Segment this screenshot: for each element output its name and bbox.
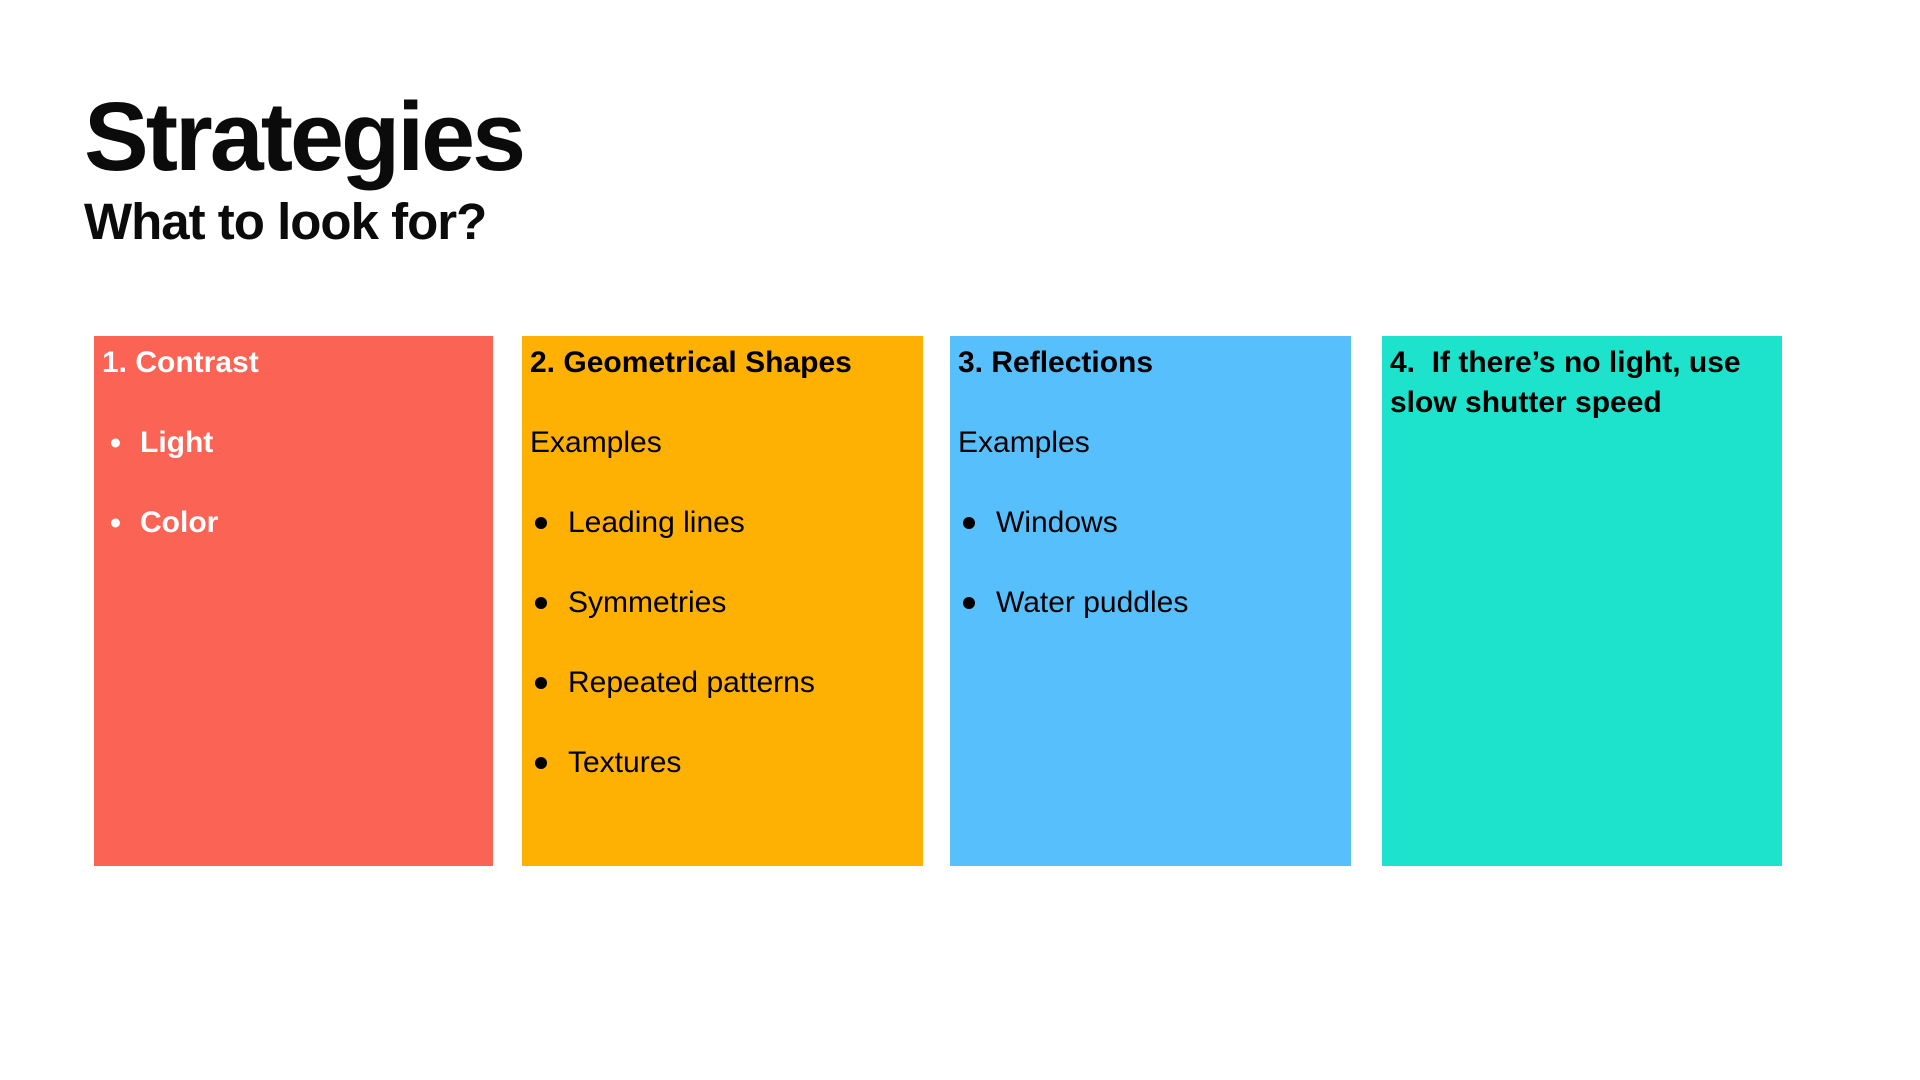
card-heading: 2. Geometrical Shapes bbox=[530, 346, 852, 379]
bullet-icon bbox=[963, 517, 975, 529]
slide-subtitle: What to look for? bbox=[84, 193, 487, 250]
card-item-label: Color bbox=[140, 506, 219, 539]
card-item-label: Windows bbox=[996, 506, 1118, 539]
card-item-label: Water puddles bbox=[996, 586, 1189, 619]
card-bullet-item: Light bbox=[102, 423, 485, 463]
card-bullet-item: Windows bbox=[958, 503, 1343, 543]
card-item-label: Textures bbox=[568, 746, 682, 779]
card-heading: 4. If there’s no light, use slow shutter… bbox=[1390, 346, 1749, 419]
bullet-icon bbox=[535, 517, 547, 529]
card-item-label: Leading lines bbox=[568, 506, 745, 539]
card-item-label: Symmetries bbox=[568, 586, 727, 619]
card-item: Examples bbox=[958, 423, 1343, 463]
strategy-card-geometrical-shapes: 2. Geometrical Shapes Examples Leading l… bbox=[522, 336, 923, 866]
bullet-icon bbox=[111, 518, 120, 528]
card-bullet-item: Textures bbox=[530, 743, 915, 783]
strategy-card-slow-shutter-speed: 4. If there’s no light, use slow shutter… bbox=[1382, 336, 1782, 866]
card-bullet-item: Repeated patterns bbox=[530, 663, 915, 703]
bullet-icon bbox=[535, 677, 547, 689]
card-bullet-item: Color bbox=[102, 503, 485, 543]
card-heading: 1. Contrast bbox=[102, 346, 259, 379]
card-bullet-item: Leading lines bbox=[530, 503, 915, 543]
card-item: Examples bbox=[530, 423, 915, 463]
bullet-icon bbox=[963, 597, 975, 609]
card-item-label: Repeated patterns bbox=[568, 666, 815, 699]
bullet-icon bbox=[535, 597, 547, 609]
strategy-card-contrast: 1. Contrast Light Color bbox=[94, 336, 493, 866]
slide-title: Strategies bbox=[84, 82, 526, 191]
bullet-icon bbox=[111, 438, 120, 448]
card-bullet-item: Water puddles bbox=[958, 583, 1343, 623]
card-item-label: Examples bbox=[530, 426, 662, 459]
strategy-card-reflections: 3. Reflections Examples Windows Water pu… bbox=[950, 336, 1351, 866]
card-bullet-item: Symmetries bbox=[530, 583, 915, 623]
card-item-label: Light bbox=[140, 426, 214, 459]
bullet-icon bbox=[535, 757, 547, 769]
card-item-label: Examples bbox=[958, 426, 1090, 459]
card-heading: 3. Reflections bbox=[958, 346, 1154, 379]
